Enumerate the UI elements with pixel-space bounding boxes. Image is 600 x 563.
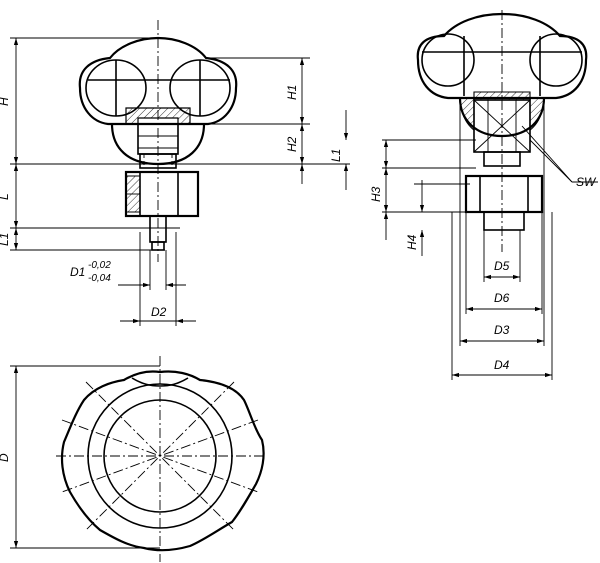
label-D2: D2: [151, 305, 167, 319]
label-L: L: [0, 193, 11, 200]
label-D6: D6: [494, 291, 510, 305]
label-D1-tol-lower: -0,04: [88, 273, 111, 284]
dimension-lines-right: [343, 98, 598, 380]
label-L1-right: L1: [329, 149, 343, 162]
top-view: [56, 356, 265, 562]
label-H2: H2: [285, 136, 299, 152]
label-H4: H4: [405, 234, 419, 250]
side-view-left: [78, 20, 238, 262]
section-view-right: [416, 10, 588, 252]
label-SW: SW: [576, 175, 597, 189]
dimension-lines-top-view: [10, 365, 160, 549]
label-D1: D1: [70, 265, 85, 279]
label-L1-left: L1: [0, 233, 11, 246]
dimension-lines-left: [10, 37, 350, 326]
label-H: H: [0, 97, 11, 106]
label-D1-tol-upper: -0,02: [88, 260, 111, 271]
label-D: D: [0, 453, 11, 462]
label-D4: D4: [494, 358, 510, 372]
label-D5: D5: [494, 259, 510, 273]
label-H3: H3: [369, 186, 383, 202]
label-D3: D3: [494, 323, 510, 337]
label-H1: H1: [285, 85, 299, 100]
